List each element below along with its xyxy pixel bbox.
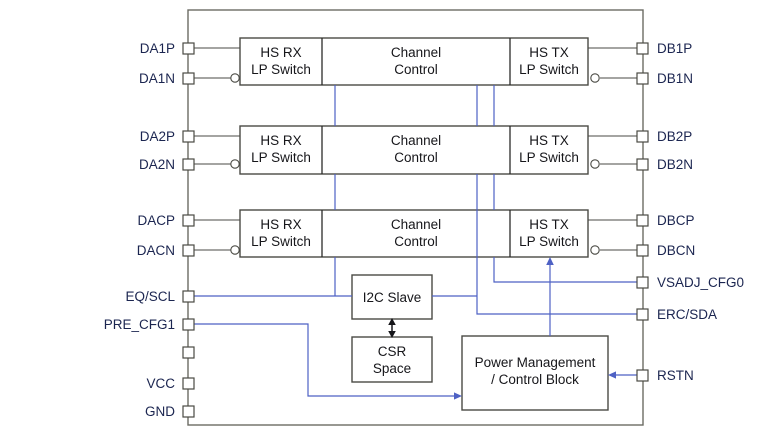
channel-clock-rx-label-line1: HS RX [260,217,301,232]
pin-label-eq-scl: EQ/SCL [125,289,175,304]
pin-label-db2p: DB2P [657,129,692,144]
pin-label-da2p: DA2P [140,129,175,144]
channel-1-tx-label-line2: LP Switch [519,62,579,77]
pin-dacp[interactable] [182,214,195,227]
pin-pre-cfg1[interactable] [182,318,195,331]
right-pins-group: DB1P DB1N DB2P DB2N DBCP DBCN VSADJ_CFG0… [636,41,744,383]
power-management-label-line2: / Control Block [491,372,579,387]
pin-da2n[interactable] [182,158,195,171]
pin-gnd[interactable] [182,405,195,418]
arrow-head-up-icon [388,318,396,325]
arrow-head-pre-cfg1-icon [454,392,462,400]
channel-1-control-label-line2: Control [394,62,438,77]
arrow-head-pm-up-icon [546,257,554,265]
pin-label-da1n: DA1N [139,71,175,86]
power-management-group: Power Management / Control Block [461,335,609,411]
i2c-slave-block[interactable] [351,274,433,320]
pin-label-db1p: DB1P [657,41,692,56]
pin-db2n[interactable] [636,158,649,171]
pin-rstn[interactable] [636,369,649,382]
channel-2-tx-label-line1: HS TX [529,133,569,148]
channel-2-rx-label-line1: HS RX [260,133,301,148]
pin-eq-scl[interactable] [182,290,195,303]
pin-vcc[interactable] [182,377,195,390]
channel-clock-group: HS RX LP Switch Channel Control HS TX LP… [194,209,638,258]
channel-2-tx-label-line2: LP Switch [519,150,579,165]
csr-space-block[interactable] [351,336,433,383]
channel-2-rx-label-line2: LP Switch [251,150,311,165]
pin-dbcn[interactable] [636,244,649,257]
channel-2-block[interactable] [239,125,589,175]
channel-2-control-label-line1: Channel [391,133,441,148]
pin-label-dacp: DACP [137,213,175,228]
channel-clock-control-label-line2: Control [394,234,438,249]
pin-da2p[interactable] [182,130,195,143]
pin-label-da1p: DA1P [140,41,175,56]
channel-clock-tx-label-line2: LP Switch [519,234,579,249]
pin-label-dbcn: DBCN [657,243,695,258]
pin-label-vcc: VCC [146,376,175,391]
pin-db2p[interactable] [636,130,649,143]
inversion-bubble-icon [590,73,600,83]
inversion-bubble-icon [590,245,600,255]
pin-da1n[interactable] [182,72,195,85]
csr-space-group: CSR Space [351,336,433,383]
channel-1-control-label-line1: Channel [391,45,441,60]
pin-unlabeled[interactable] [182,346,195,359]
pin-label-pre-cfg1: PRE_CFG1 [104,317,175,332]
power-management-block[interactable] [461,335,609,411]
inversion-bubble-icon [590,159,600,169]
channel-1-block[interactable] [239,37,589,86]
channel-clock-control-label-line1: Channel [391,217,441,232]
channel-2-group: HS RX LP Switch Channel Control HS TX LP… [194,125,638,175]
pin-label-dacn: DACN [137,243,175,258]
trace-erc-sda [476,296,638,315]
pin-label-vsadj-cfg0: VSADJ_CFG0 [657,275,744,290]
inversion-bubble-icon [230,245,240,255]
csr-space-label-line1: CSR [378,344,407,359]
channel-1-rx-label-line1: HS RX [260,45,301,60]
power-management-label-line1: Power Management [475,355,596,370]
pin-label-gnd: GND [145,404,175,419]
channel-clock-block[interactable] [239,209,589,258]
control-bus-group [334,85,495,296]
arrow-head-down-icon [388,331,396,338]
i2c-csr-bidirectional-arrow-icon [388,318,396,338]
pin-erc-sda[interactable] [636,308,649,321]
i2c-slave-group: I2C Slave [351,274,433,320]
pin-label-da2n: DA2N [139,157,175,172]
channel-clock-rx-label-line2: LP Switch [251,234,311,249]
pin-label-erc-sda: ERC/SDA [657,307,717,322]
left-pins-group: DA1P DA1N DA2P DA2N DACP DACN EQ/SCL PRE… [104,41,195,419]
channel-1-group: HS RX LP Switch Channel Control HS TX LP… [194,37,638,86]
pin-label-dbcp: DBCP [657,213,695,228]
i2c-slave-label: I2C Slave [363,290,422,305]
pin-dacn[interactable] [182,244,195,257]
channel-1-rx-label-line2: LP Switch [251,62,311,77]
pin-dbcp[interactable] [636,214,649,227]
pin-da1p[interactable] [182,42,195,55]
inversion-bubble-icon [230,73,240,83]
csr-space-label-line2: Space [373,361,411,376]
trace-pre-cfg1 [194,323,456,397]
pin-db1n[interactable] [636,72,649,85]
arrow-head-rstn-icon [608,371,616,379]
channel-1-tx-label-line1: HS TX [529,45,569,60]
signal-routing-group [194,210,638,400]
pin-db1p[interactable] [636,42,649,55]
trace-vsadj-cfg0 [493,257,638,283]
channel-2-control-label-line2: Control [394,150,438,165]
pin-label-db1n: DB1N [657,71,693,86]
pin-vsadj-cfg0[interactable] [636,276,649,289]
channel-clock-tx-label-line1: HS TX [529,217,569,232]
inversion-bubble-icon [230,159,240,169]
pin-label-rstn: RSTN [657,368,694,383]
pin-label-db2n: DB2N [657,157,693,172]
